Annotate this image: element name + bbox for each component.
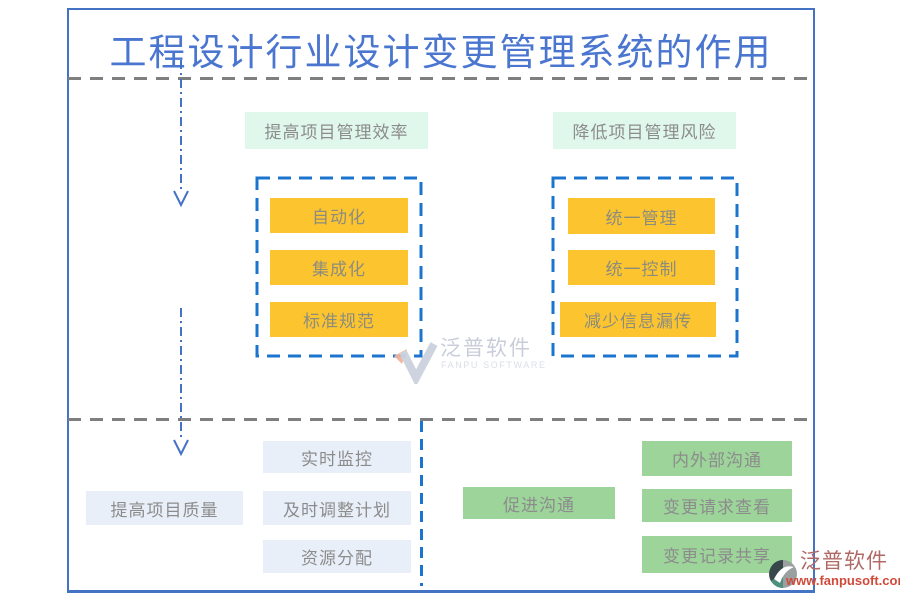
box-improve-quality: 提高项目质量 [86, 491, 243, 525]
watermark-center: 泛普软件 FANPU SOFTWARE [392, 328, 545, 384]
item-standardization: 标准规范 [270, 302, 408, 337]
box-change-record-share: 变更记录共享 [642, 536, 792, 573]
divider-under-title [68, 77, 814, 80]
box-promote-communication: 促进沟通 [463, 487, 615, 519]
dashed-border [255, 176, 423, 358]
box-change-request-view: 变更请求查看 [642, 489, 792, 522]
item-unified-control: 统一控制 [568, 250, 715, 285]
benefit-header-efficiency: 提高项目管理效率 [245, 112, 428, 149]
box-adjust-plan: 及时调整计划 [263, 491, 411, 525]
fanpu-website-url: www.fanpusoft.com [786, 573, 900, 588]
fanpu-logo-icon [394, 342, 438, 384]
item-automation: 自动化 [270, 198, 408, 233]
group-box-risk [551, 176, 739, 358]
fanpu-company-name: 泛普软件 [800, 549, 888, 573]
watermark-name: 泛普软件 [440, 336, 532, 360]
divider-middle [68, 418, 814, 421]
item-unified-management: 统一管理 [568, 198, 715, 234]
page-title: 工程设计行业设计变更管理系统的作用 [109, 33, 773, 74]
benefit-header-risk: 降低项目管理风险 [553, 112, 736, 149]
item-integration: 集成化 [270, 250, 408, 285]
watermark-subtitle: FANPU SOFTWARE [441, 360, 547, 370]
item-reduce-info-loss: 减少信息漏传 [560, 302, 716, 337]
flow-arrow-top [173, 60, 189, 208]
box-internal-external-communication: 内外部沟通 [642, 441, 792, 476]
flow-arrow-bottom [173, 308, 189, 457]
diagram-frame [67, 8, 815, 593]
box-resource-allocation: 资源分配 [263, 540, 411, 573]
fanpu-logo-icon [769, 560, 797, 588]
box-realtime-monitoring: 实时监控 [263, 441, 411, 473]
dashed-border [551, 176, 739, 358]
watermark-corner: 泛普软件 www.fanpusoft.com [768, 545, 900, 595]
group-box-efficiency [255, 176, 423, 358]
divider-bottom-vertical [420, 421, 423, 586]
